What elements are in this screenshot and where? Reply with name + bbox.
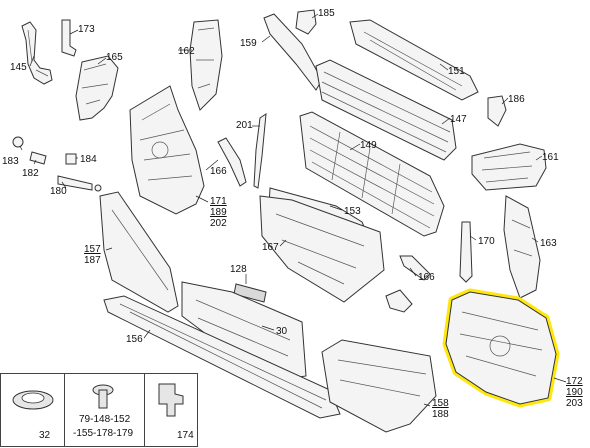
- clip-icon: [158, 383, 184, 417]
- callout-153: 153: [344, 206, 361, 217]
- callout-156: 156: [126, 334, 143, 345]
- part-151-crossbar: [349, 19, 479, 101]
- callout-203: 203: [566, 398, 583, 409]
- inset-label-32: 32: [39, 430, 51, 441]
- part-170-rod: [459, 221, 473, 283]
- callout-172-190-203: 172 190 203: [566, 376, 583, 409]
- callout-172: 172: [566, 376, 583, 387]
- callout-184: 184: [80, 154, 97, 165]
- part-147-upper-grille: [315, 59, 457, 161]
- callout-186: 186: [508, 94, 525, 105]
- part-158-corner-panel: [321, 339, 437, 433]
- part-183-plug: [12, 136, 24, 148]
- part-171-frame: [129, 85, 205, 215]
- inset-label-bolt-1: 79-148-152: [79, 414, 131, 425]
- part-180-strut: [57, 175, 102, 192]
- callout-166-lower: 166: [418, 272, 435, 283]
- callout-161: 161: [542, 152, 559, 163]
- callout-166-upper: 166: [210, 166, 227, 177]
- callout-189: 189: [210, 207, 227, 218]
- part-156-lower-beam: [103, 295, 341, 419]
- callout-145: 145: [10, 62, 27, 73]
- part-167-lower-frame: [259, 195, 385, 303]
- part-157-side-panel: [99, 191, 179, 313]
- callout-162: 162: [178, 46, 195, 57]
- callout-157: 157: [84, 244, 101, 255]
- inset-label-174: 174: [177, 430, 194, 441]
- callout-158-188: 158 188: [432, 398, 449, 420]
- callout-180: 180: [50, 186, 67, 197]
- inset-label-bolt-2: -155-178-179: [73, 428, 134, 439]
- part-small-bracket: [385, 289, 413, 313]
- callout-30: 30: [276, 326, 288, 337]
- callout-183: 183: [2, 156, 19, 167]
- callout-170: 170: [478, 236, 495, 247]
- part-184-clip: [65, 153, 77, 165]
- callout-190: 190: [566, 387, 583, 398]
- part-128-cap: [233, 283, 267, 303]
- part-161-lamp-cover: [471, 143, 547, 191]
- bolt-icon: [92, 384, 114, 409]
- part-172-highlighted-bracket: [442, 288, 560, 408]
- inset-clip: 174: [144, 373, 198, 447]
- callout-157-187: 157 187: [84, 244, 101, 266]
- callout-149: 149: [360, 140, 377, 151]
- part-149-grille: [299, 111, 445, 237]
- callout-182: 182: [22, 168, 39, 179]
- callout-147: 147: [450, 114, 467, 125]
- part-185-clip: [295, 9, 317, 35]
- callout-173: 173: [78, 24, 95, 35]
- part-201-strip: [253, 113, 267, 189]
- callout-158: 158: [432, 398, 449, 409]
- callout-188: 188: [432, 409, 449, 420]
- callout-159: 159: [240, 38, 257, 49]
- callout-128: 128: [230, 264, 247, 275]
- grommet-icon: [12, 390, 54, 410]
- part-165-housing: [75, 55, 119, 121]
- callout-163: 163: [540, 238, 557, 249]
- callout-201: 201: [236, 120, 253, 131]
- part-162-bracket: [189, 19, 223, 111]
- part-145-bracket: [21, 21, 53, 85]
- callout-165: 165: [106, 52, 123, 63]
- part-166-trim-strip: [399, 255, 431, 281]
- callout-171-189-202: 171 189 202: [210, 196, 227, 229]
- inset-bolt: 79-148-152 -155-178-179: [64, 373, 146, 447]
- callout-151: 151: [448, 66, 465, 77]
- part-186-bracket: [487, 95, 507, 127]
- callout-202: 202: [210, 218, 227, 229]
- callout-185: 185: [318, 8, 335, 19]
- part-163-bracket: [503, 195, 541, 299]
- callout-167: 167: [262, 242, 279, 253]
- part-182-bolt: [29, 151, 47, 165]
- callout-187: 187: [84, 255, 101, 266]
- callout-171: 171: [210, 196, 227, 207]
- part-166-strip: [217, 137, 247, 187]
- leader-lines: [19, 13, 567, 407]
- part-173-bracket: [61, 19, 77, 57]
- inset-grommet: 32: [0, 373, 66, 447]
